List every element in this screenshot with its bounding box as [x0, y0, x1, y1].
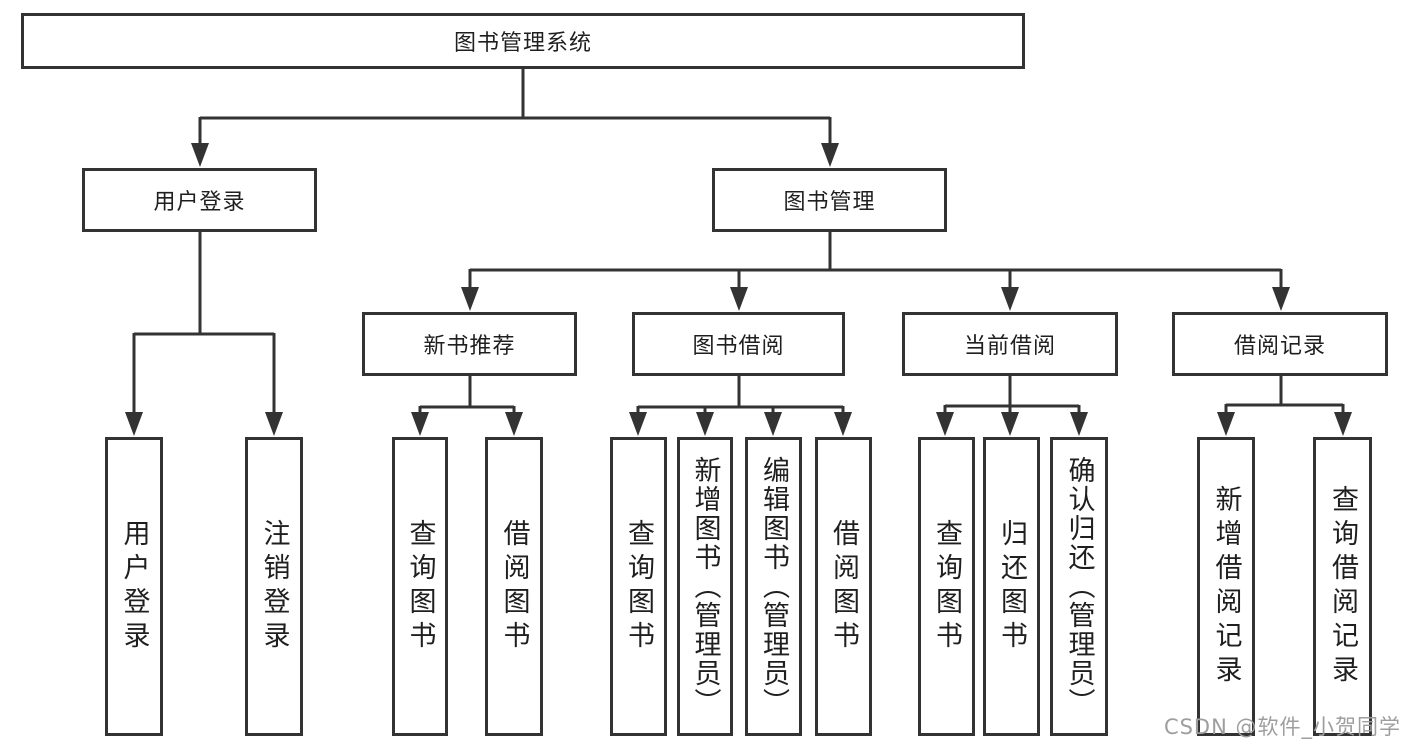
- node-label: 注销登录: [258, 518, 290, 655]
- node-label: 图书管理: [783, 190, 876, 215]
- node-label: 查询图书: [404, 518, 436, 655]
- node-library-system-root: 图书管理系统: [21, 13, 1025, 69]
- node-user-login: 用户登录: [82, 168, 317, 232]
- node-label: 用户登录: [153, 190, 246, 215]
- leaf-borrow-books-borrowing: 借阅图书: [815, 437, 872, 736]
- leaf-query-books-recommend: 查询图书: [392, 437, 448, 736]
- node-label: 新书推荐: [423, 334, 516, 359]
- node-label: 查询图书: [931, 518, 962, 655]
- node-label: 用户登录: [118, 518, 150, 655]
- node-label: 借阅图书: [828, 518, 859, 655]
- node-label: 查询借阅记录: [1327, 484, 1358, 689]
- node-label: 编辑图书（管理员）: [758, 456, 789, 717]
- leaf-query-borrow-record: 查询借阅记录: [1313, 437, 1372, 736]
- node-label: 当前借阅: [963, 334, 1056, 359]
- node-label: 确认归还（管理员）: [1063, 456, 1095, 717]
- node-label: 图书借阅: [692, 334, 785, 359]
- node-book-borrowing: 图书借阅: [632, 312, 845, 376]
- leaf-add-book-admin: 新增图书（管理员）: [677, 437, 733, 736]
- node-label: 归还图书: [996, 518, 1027, 655]
- node-new-book-recommend: 新书推荐: [362, 312, 577, 376]
- leaf-edit-book-admin: 编辑图书（管理员）: [745, 437, 802, 736]
- leaf-user-login: 用户登录: [105, 437, 163, 736]
- leaf-return-book: 归还图书: [983, 437, 1040, 736]
- leaf-borrow-books-recommend: 借阅图书: [485, 437, 543, 736]
- leaf-query-books-borrowing: 查询图书: [610, 437, 667, 736]
- node-borrowing-records: 借阅记录: [1172, 312, 1388, 376]
- node-book-management: 图书管理: [712, 168, 947, 232]
- node-label: 借阅图书: [498, 518, 530, 655]
- watermark-text: CSDN @软件_小贺同学: [1163, 715, 1401, 739]
- node-label: 查询图书: [623, 518, 654, 655]
- leaf-confirm-return-admin: 确认归还（管理员）: [1050, 437, 1108, 736]
- node-current-borrowing: 当前借阅: [902, 312, 1118, 376]
- leaf-query-books-current: 查询图书: [918, 437, 975, 736]
- node-label: 借阅记录: [1233, 334, 1326, 359]
- node-label: 图书管理系统: [453, 31, 592, 56]
- node-label: 新增借阅记录: [1210, 484, 1242, 689]
- leaf-add-borrow-record: 新增借阅记录: [1197, 437, 1255, 736]
- node-label: 新增图书（管理员）: [689, 456, 721, 717]
- leaf-logout: 注销登录: [245, 437, 303, 736]
- arrowheads: [125, 143, 1352, 436]
